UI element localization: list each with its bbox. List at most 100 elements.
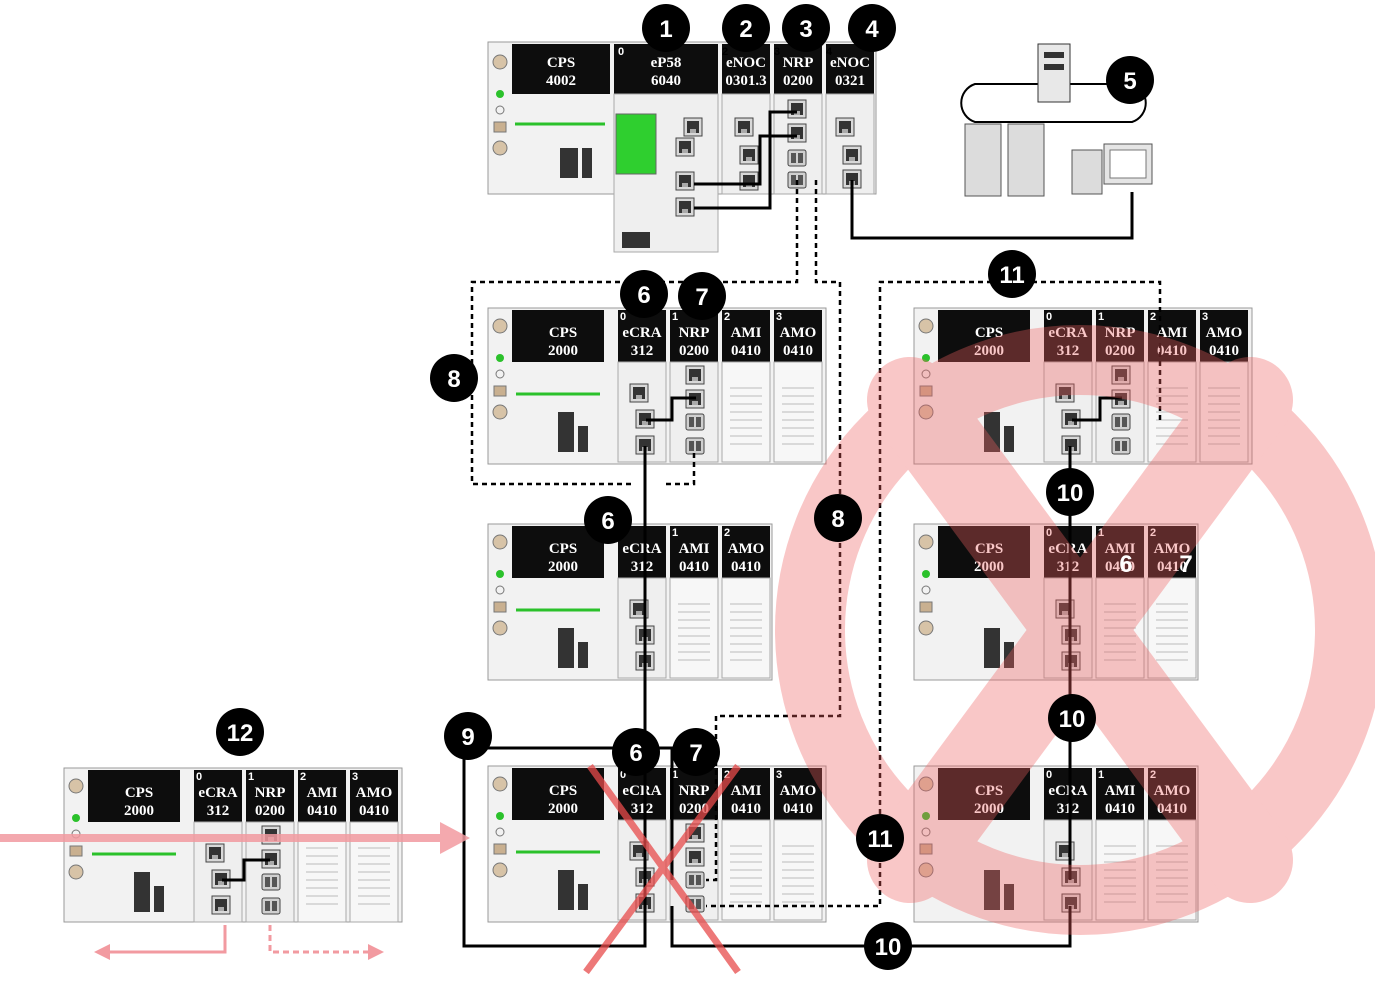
module-ecra-312 [1044,768,1092,820]
server-icon [1007,123,1045,197]
slot-number: 0 [1046,527,1052,539]
module-ecra-312 [1044,310,1092,362]
module-label: NRP [783,55,814,71]
slot-number: 1 [1098,769,1104,781]
module-label: CPS [547,55,575,71]
slot-number: 3 [352,771,358,783]
module-label: 2000 [548,559,578,575]
module-label: 0200 [679,343,709,359]
slot-number: 3 [774,46,780,58]
module-label: 0200 [783,73,813,89]
module-label: 2000 [974,559,1004,575]
svg-text:12: 12 [227,720,254,747]
module-label: 0200 [1105,343,1135,359]
module-cps-2000 [938,310,1030,362]
callout-badge: 12 [216,708,264,756]
drop-r2-rack: CPS 2000 0 eCRA 312 1 AMI 0410 2 AMO 041… [913,523,1199,681]
callout-badge: 10 [1048,694,1096,742]
module-label: AMI [1105,783,1136,799]
module-nrp-0200 [774,44,822,94]
svg-text:10: 10 [1057,480,1084,507]
module-label: AMI [679,541,710,557]
workstation-icon [1071,149,1103,195]
slot-number: 1 [672,311,678,323]
module-cps-2000 [512,768,604,820]
module-label: 2000 [548,343,578,359]
module-label: NRP [1105,325,1136,341]
drop-r3-rack: CPS 2000 0 eCRA 312 1 AMI 0410 2 AMO 041… [913,765,1199,923]
module-amo-0410 [1148,526,1196,578]
module-label: 0410 [1105,801,1135,817]
module-amo-0410 [722,526,770,578]
drop-12-flow-arrows [0,822,470,960]
callout-badge: 10 [864,922,912,970]
slot-number: 0 [620,311,626,323]
module-ami-0410 [298,770,346,822]
module-amo-0410 [350,770,398,822]
module-ami-0410 [1096,768,1144,820]
module-label: AMO [356,785,393,801]
slot-number: 1 [672,527,678,539]
module-label: AMO [1154,783,1191,799]
module-label: AMO [728,541,765,557]
slot-number: 2 [722,46,728,58]
module-cps-2000 [88,770,180,822]
module-label: AMI [1157,325,1188,341]
slot-number: 2 [1150,527,1156,539]
module-ecra-312 [1044,526,1092,578]
module-label: CPS [549,541,577,557]
svg-text:11: 11 [867,826,892,853]
module-label: eP58 [651,55,682,71]
svg-text:8: 8 [831,506,844,533]
module-label: 312 [1057,801,1080,817]
callout-badge: 3 [782,4,830,52]
callout-badge: 5 [1106,56,1154,104]
drop-12-rack: CPS 2000 0 eCRA 312 1 NRP 0200 2 AMI 041… [63,767,403,923]
module-label: NRP [679,783,710,799]
module-label: 2000 [974,343,1004,359]
svg-text:6: 6 [601,508,614,535]
module-ami-0410 [722,310,770,362]
module-ami-0410 [670,526,718,578]
module-label: NRP [255,785,286,801]
module-label: 312 [631,343,654,359]
module-label: CPS [975,541,1003,557]
module-label: 0410 [1157,801,1187,817]
module-label: 0410 [731,801,761,817]
svg-text:2: 2 [739,16,752,43]
svg-text:3: 3 [799,16,812,43]
svg-text:9: 9 [461,724,474,751]
fiber-links [470,180,1162,908]
callout-badge: 4 [848,4,896,52]
module-label: 312 [631,801,654,817]
module-label: 2000 [548,801,578,817]
slot-number: 1 [1098,311,1104,323]
callout-badge: 8 [430,354,478,402]
module-label: 6040 [651,73,681,89]
fault-cross-icon [583,763,741,975]
slot-number: 4 [826,46,833,58]
callout-badge: 10 [1046,468,1094,516]
slot-number: 3 [1202,311,1208,323]
svg-text:6: 6 [629,740,642,767]
svg-text:4: 4 [865,16,879,43]
module-label: 0410 [1105,559,1135,575]
slot-number: 2 [300,771,306,783]
module-label: AMO [1154,541,1191,557]
slot-number: 2 [724,527,730,539]
module-label: CPS [975,783,1003,799]
slot-number: 3 [776,311,782,323]
module-ami-0410 [1148,310,1196,362]
svg-text:6: 6 [637,282,650,309]
module-cps-2000 [512,310,604,362]
module-nrp-0200 [670,768,718,820]
svg-text:10: 10 [875,934,902,961]
drop-r1-rack: CPS 2000 0 eCRA 312 1 NRP 0200 2 AMI 041… [913,307,1253,465]
module-label: AMI [1105,541,1136,557]
svg-text:7: 7 [695,284,708,311]
slot-number: 2 [1150,769,1156,781]
module-enoc-0321 [826,44,874,94]
module-cps-2000 [938,768,1030,820]
server-icon [964,123,1002,197]
